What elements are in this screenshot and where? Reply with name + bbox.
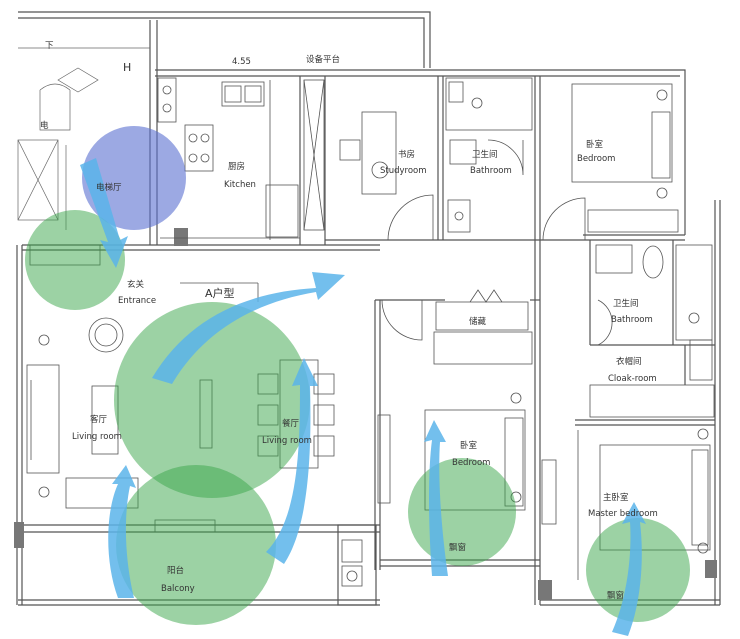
bathroom1-fixtures (445, 77, 533, 233)
master-cn-label: 主卧室 (603, 493, 629, 503)
dining-en-label: Living room (262, 436, 312, 446)
kitchen-en-label: Kitchen (224, 180, 256, 190)
balcony-cn-label: 阳台 (167, 566, 185, 576)
stair-h-label: H (123, 61, 132, 74)
storage-label: 储藏 (469, 317, 487, 327)
living-cn-label: 客厅 (90, 415, 108, 425)
entrance-flow-arrow (80, 158, 128, 268)
top-dimension-label: 4.55 (232, 57, 251, 67)
study-fixtures (303, 79, 434, 241)
bedroom1-fixtures (542, 83, 679, 241)
living-flow-arrow (152, 272, 345, 384)
bay-window2-label: 飘窗 (607, 591, 625, 601)
master-bedroom-fixtures (577, 428, 711, 580)
elevator-hall-label: 电梯厅 (96, 183, 122, 193)
cloakroom-cn-label: 衣帽间 (616, 357, 642, 367)
living-en-label: Living room (72, 432, 122, 442)
dining-flow-arrow (266, 358, 318, 564)
bedroom1-en-label: Bedroom (577, 154, 616, 164)
kitchen-fixtures (157, 77, 300, 240)
entrance-cn-label: 玄关 (127, 280, 145, 290)
master-en-label: Master bedroom (588, 509, 658, 519)
bedroom2-en-label: Bedroom (452, 458, 491, 468)
dining-cn-label: 餐厅 (282, 419, 300, 429)
flow-arrows (80, 158, 646, 636)
master-flow-arrow (612, 502, 646, 636)
stair-down-label: 下 (45, 41, 54, 51)
activity-zones (25, 126, 690, 625)
balcony-fixtures (341, 539, 363, 587)
entrance-en-label: Entrance (118, 296, 157, 306)
bathroom1-cn-label: 卫生间 (472, 150, 498, 160)
bathroom2-fixtures (595, 244, 713, 346)
equipment-platform-label: 设备平台 (306, 55, 341, 65)
stair-elevator-area (17, 47, 150, 230)
bedroom-flow-arrow (424, 420, 448, 576)
kitchen-cn-label: 厨房 (228, 162, 246, 172)
bathroom2-cn-label: 卫生间 (613, 299, 639, 309)
bay-window1-label: 飘窗 (449, 543, 467, 553)
unit-type-label: A户型 (205, 287, 235, 300)
storage-cloak-fixtures (381, 289, 715, 418)
balcony-en-label: Balcony (161, 584, 195, 594)
bathroom2-en-label: Bathroom (611, 315, 653, 325)
balcony-zone (116, 465, 276, 625)
bedroom1-cn-label: 卧室 (586, 140, 604, 150)
study-en-label: Studyroom (380, 166, 427, 176)
bathroom1-en-label: Bathroom (470, 166, 512, 176)
elevator-mark-label: 电 (40, 121, 49, 131)
entrance-zone (25, 210, 125, 310)
living-room-arrow (108, 465, 136, 598)
living-dining-zone (114, 302, 310, 498)
study-cn-label: 书房 (398, 150, 416, 160)
cloakroom-en-label: Cloak-room (608, 374, 657, 384)
bedroom2-cn-label: 卧室 (460, 441, 478, 451)
